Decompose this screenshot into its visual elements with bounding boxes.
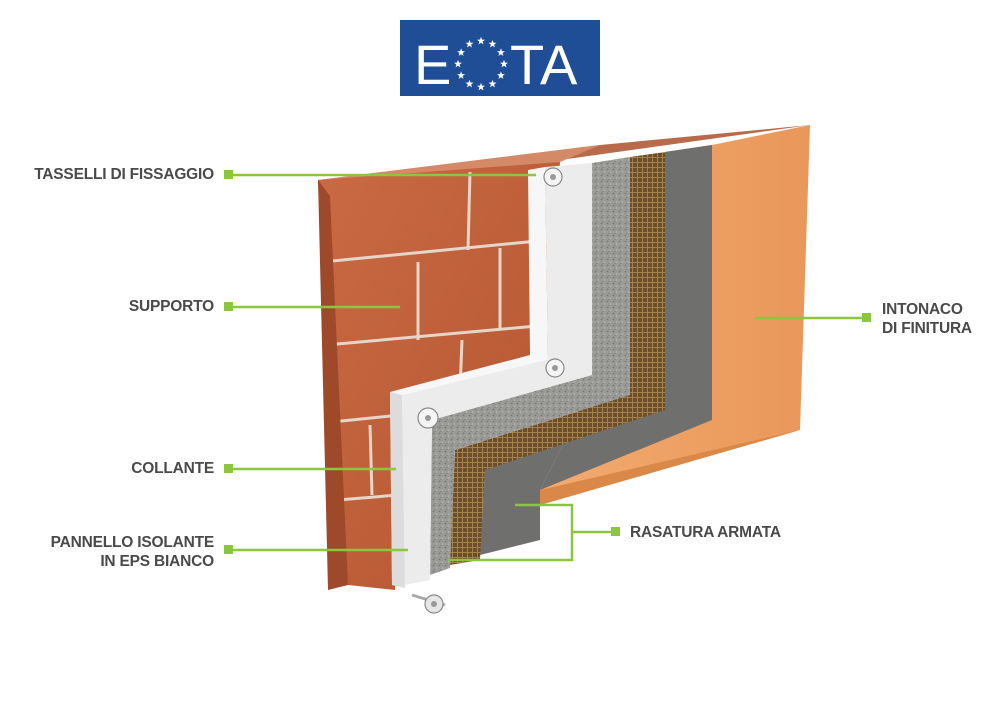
eu-stars-icon	[454, 36, 508, 91]
eu-star	[488, 39, 497, 48]
brick-support	[318, 125, 810, 590]
logo-background	[400, 20, 600, 96]
fixing-dowel-icon	[411, 593, 446, 614]
eu-star	[500, 59, 508, 68]
logo-text-e: E	[414, 33, 451, 96]
label-supporto: SUPPORTO	[128, 298, 214, 315]
reinforcement-mesh-layer	[450, 152, 665, 565]
label-tasselli-di-fissaggio: TASSELLI DI FISSAGGIO	[34, 166, 214, 183]
adhesive-layer	[430, 157, 630, 575]
eu-star	[477, 82, 485, 91]
logo-text-ta: TA	[510, 33, 578, 96]
label-pannello-isolante: PANNELLO ISOLANTE IN EPS BIANCO	[50, 533, 215, 571]
eu-star	[457, 71, 466, 79]
label-intonaco-line2: DI FINITURA	[882, 320, 972, 337]
eps-insulation-layer	[390, 163, 592, 588]
fixing-dowel-icon	[545, 358, 565, 378]
leader-marker-tasselli	[224, 170, 233, 179]
eota-logo: E TA	[400, 20, 600, 96]
eu-star	[465, 39, 474, 48]
label-pannello-line1: PANNELLO ISOLANTE	[50, 534, 215, 551]
leader-marker-rasatura	[611, 527, 620, 536]
eu-star	[496, 71, 505, 79]
base-coat-layer	[480, 145, 712, 555]
label-intonaco-di-finitura: INTONACO DI FINITURA	[882, 300, 972, 338]
leader-marker-collante	[224, 464, 233, 473]
leader-marker-supporto	[224, 302, 233, 311]
eu-star	[488, 79, 497, 88]
fixing-dowel-icon	[543, 167, 563, 187]
label-pannello-line2: IN EPS BIANCO	[100, 553, 214, 570]
eu-star	[457, 48, 466, 56]
eu-star	[465, 79, 474, 88]
label-intonaco-line1: INTONACO	[882, 301, 963, 318]
leader-marker-intonaco	[862, 313, 871, 322]
eu-star	[477, 36, 485, 45]
eu-star	[454, 59, 462, 68]
eu-star	[496, 48, 505, 56]
label-collante: COLLANTE	[131, 460, 214, 477]
label-rasatura-armata: RASATURA ARMATA	[630, 524, 781, 541]
fixing-dowel-icon	[417, 407, 439, 429]
leader-marker-pannello	[224, 545, 233, 554]
